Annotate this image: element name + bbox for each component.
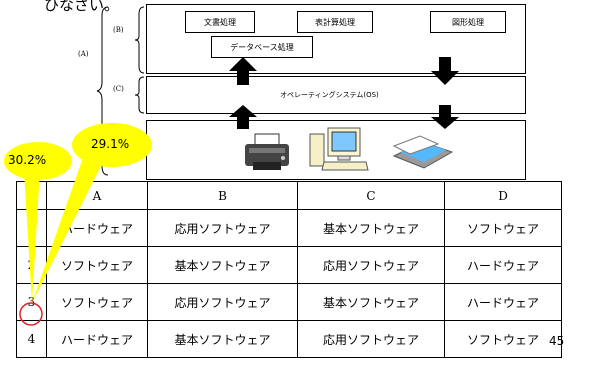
app-database: データベース処理 [211,36,313,58]
table-cell: ハードウェア [444,246,562,284]
table-cell: 基本ソフトウェア [147,246,298,284]
table-row: 4 ハードウェア 基本ソフトウェア 応用ソフトウェア ソフトウェア [16,320,562,358]
arrow-down-icon [431,105,459,129]
arrow-up-icon [229,57,257,85]
arrow-down-icon [431,57,459,85]
table-cell: 応用ソフトウェア [297,246,445,284]
os-label: オペレーティングシステム(OS) [280,91,379,99]
table-row: 1 ハードウェア 応用ソフトウェア 基本ソフトウェア ソフトウェア [16,209,562,247]
label-a: (A) [78,50,89,58]
table-cell: 応用ソフトウェア [297,320,445,358]
answer-circle-mark [19,302,43,326]
scanner-icon [392,135,454,169]
page-number: 45 [549,334,565,348]
brace-b [134,6,145,74]
os-layer-box [146,76,526,114]
question-text: ひなさい。 [44,0,120,14]
header-b: B [147,181,298,210]
arrow-up-icon [229,105,257,129]
table-cell: 基本ソフトウェア [147,320,298,358]
app-spreadsheet: 表計算処理 [297,11,373,33]
printer-icon [245,133,289,170]
callout-left-shape [4,142,72,303]
table-header-row: A B C D [16,181,562,210]
app-word-processing: 文書処理 [185,11,255,33]
table-row: 3 ソフトウェア 応用ソフトウェア 基本ソフトウェア ハードウェア [16,283,562,321]
header-c: C [297,181,445,210]
table-cell: ソフトウェア [46,246,148,284]
brace-a [96,6,109,176]
computer-icon [309,127,369,171]
table-cell: ハードウェア [46,320,148,358]
callout-right-shape [32,123,152,303]
app-graphics: 図形処理 [430,11,506,33]
callout-right-label: 29.1% [91,137,130,151]
callout-left-label: 30.2% [8,153,47,167]
table-cell: 基本ソフトウェア [297,283,445,321]
brace-c [134,76,145,114]
table-cell: 応用ソフトウェア [147,283,298,321]
label-b: (B) [113,26,124,34]
table-cell: ソフトウェア [444,320,562,358]
row-number: 4 [16,320,47,358]
table-cell: ハードウェア [444,283,562,321]
label-c: (C) [113,85,124,93]
